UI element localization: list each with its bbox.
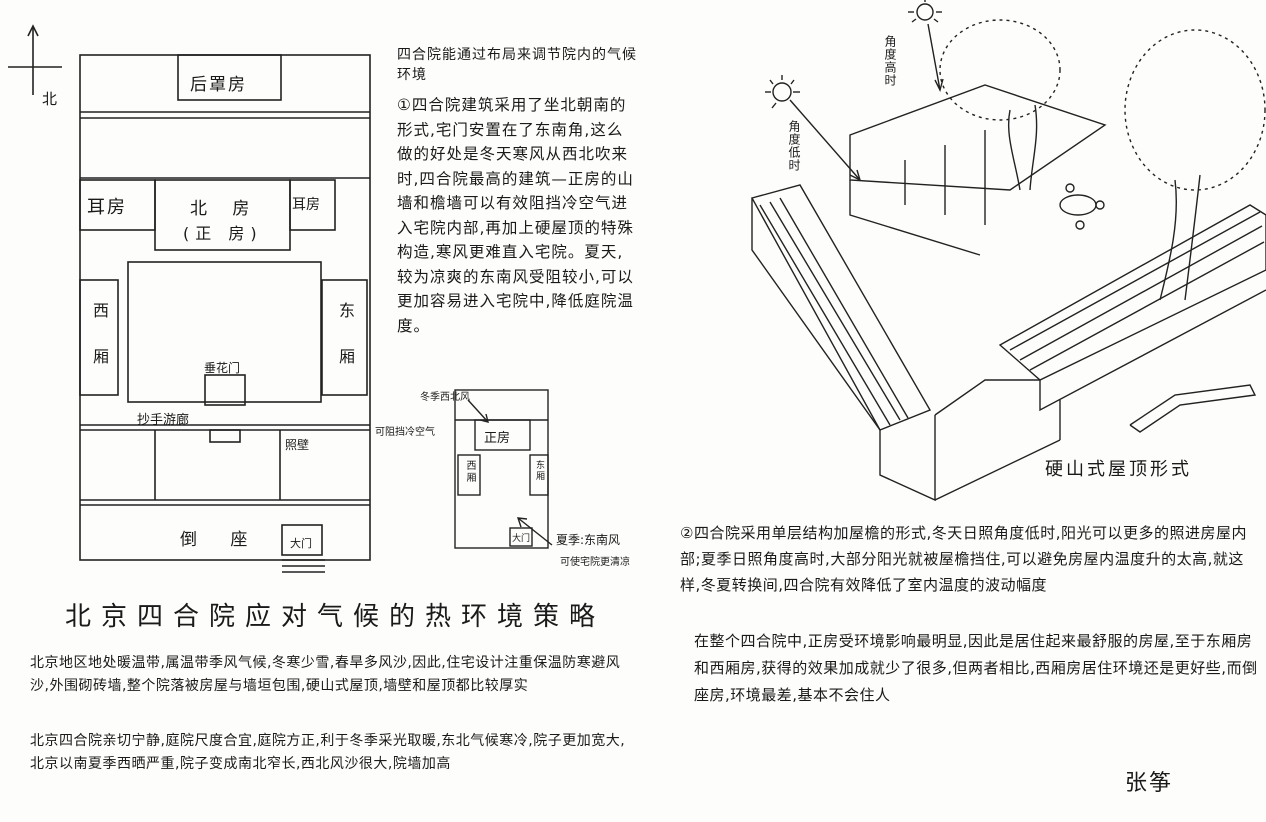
sketch-caption: 硬山式屋顶形式 bbox=[1045, 459, 1192, 480]
blocked-air-label: 可阻挡冷空气 bbox=[375, 427, 435, 438]
paragraph-1: ①四合院建筑采用了坐北朝南的形式,宅门安置在了东南角,这么做的好处是冬天寒风从西… bbox=[397, 96, 634, 335]
mini-main-house-label: 正房 bbox=[484, 431, 511, 446]
paragraph-climate: 北京地区地处暖温带,属温带季风气候,冬寒少雪,春旱多风沙,因此,住宅设计注重保温… bbox=[30, 655, 621, 694]
angle-high-label: 角度高时 bbox=[883, 35, 897, 87]
angle-low-label: 角度低时 bbox=[787, 120, 801, 172]
page-title: 北京四合院应对气候的热环境策略 bbox=[65, 602, 606, 632]
rear-house-label: 后罩房 bbox=[190, 75, 247, 95]
ear-room-left-label: 耳房 bbox=[87, 197, 127, 218]
winter-wind-label: 冬季西北风 bbox=[420, 392, 470, 403]
mini-east-label: 东厢 bbox=[534, 460, 544, 482]
paragraph-courtyard: 北京四合院亲切宁静,庭院尺度合宜,庭院方正,利于冬季采光取暖,东北气候寒冷,院子… bbox=[30, 733, 626, 772]
paragraph-intro: 四合院能通过布局来调节院内的气候环境 bbox=[397, 47, 637, 83]
main-house-sublabel: (正 房) bbox=[183, 224, 263, 243]
east-wing-label: 东厢 bbox=[336, 302, 355, 394]
summer-wind-label: 夏季:东南风 bbox=[556, 533, 621, 547]
author-signature: 张筝 bbox=[1125, 771, 1174, 796]
screen-wall-label: 照壁 bbox=[285, 438, 310, 452]
west-wing-label: 西厢 bbox=[90, 302, 109, 394]
mini-gate-label: 大门 bbox=[512, 534, 531, 544]
ear-room-right-label: 耳房 bbox=[292, 197, 320, 213]
north-label: 北 bbox=[42, 90, 60, 108]
mini-west-label: 西厢 bbox=[464, 460, 475, 484]
paragraph-3: 在整个四合院中,正房受环境影响最明显,因此是居住起来最舒服的房屋,至于东厢房和西… bbox=[694, 632, 1258, 704]
summer-note-label: 可使宅院更清凉 bbox=[560, 557, 630, 568]
paragraph-2: ②四合院采用单层结构加屋檐的形式,冬天日照角度低时,阳光可以更多的照进房屋内部;… bbox=[680, 524, 1247, 594]
main-gate-label: 大门 bbox=[290, 537, 312, 550]
flower-gate-label: 垂花门 bbox=[204, 361, 241, 375]
corridor-label: 抄手游廊 bbox=[137, 413, 190, 428]
main-house-label: 北 房 bbox=[190, 199, 260, 219]
inverted-house-label: 倒 座 bbox=[180, 530, 262, 550]
